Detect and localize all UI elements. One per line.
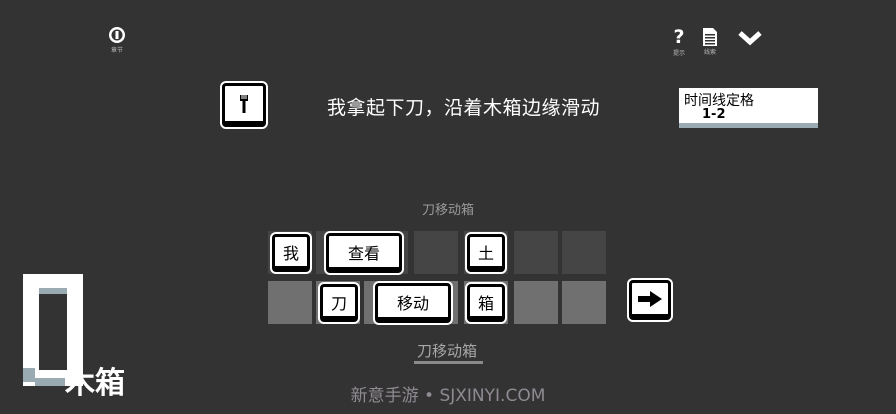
word-chip[interactable]: 移动 — [375, 283, 451, 323]
word-chip[interactable]: 我 — [272, 234, 310, 272]
slot-bottom-7[interactable] — [562, 281, 606, 324]
question-icon: ? — [673, 26, 685, 48]
word-chip[interactable]: 土 — [467, 234, 505, 272]
slot-top-7[interactable] — [562, 231, 606, 274]
item-slot[interactable] — [222, 83, 266, 127]
logo-text: 木箱 — [65, 366, 125, 401]
watermark: 新意手游 • SJXINYI.COM — [350, 386, 546, 406]
timeline-title: 时间线定格 — [684, 93, 754, 109]
slot-bottom-6[interactable] — [514, 281, 558, 324]
chapter-caption: 章节 — [110, 47, 123, 54]
submit-button[interactable] — [629, 280, 671, 320]
clue-caption: 线索 — [703, 49, 716, 56]
answer-underline — [414, 361, 483, 364]
word-chip[interactable]: 查看 — [326, 233, 402, 273]
game-logo: 木箱 — [23, 272, 135, 401]
clue-button[interactable]: 线索 — [703, 28, 717, 56]
fork-icon — [240, 94, 248, 113]
sentence-hint: 刀移动箱 — [421, 203, 474, 218]
word-chip[interactable]: 箱 — [467, 284, 505, 322]
chevron-down-icon — [738, 31, 762, 46]
chapter-button[interactable]: 章节 — [108, 26, 126, 54]
word-chip[interactable]: 刀 — [320, 284, 358, 322]
arrow-right-icon — [638, 290, 662, 307]
coin-icon — [109, 27, 125, 43]
timeline-value: 1-2 — [702, 107, 726, 122]
hint-button[interactable]: ? 提示 — [673, 26, 686, 58]
collapse-button[interactable] — [738, 30, 762, 50]
document-icon — [703, 28, 717, 46]
slot-top-6[interactable] — [514, 231, 558, 274]
timeline-panel: 时间线定格 1-2 — [679, 88, 818, 128]
narration-text: 我拿起下刀，沿着木箱边缘滑动 — [327, 97, 601, 119]
slot-bottom-1[interactable] — [268, 281, 312, 324]
slot-top-4[interactable] — [414, 231, 458, 274]
hint-caption: 提示 — [673, 50, 686, 57]
box-logo-icon — [23, 274, 83, 386]
answer-text: 刀移动箱 — [417, 342, 478, 360]
